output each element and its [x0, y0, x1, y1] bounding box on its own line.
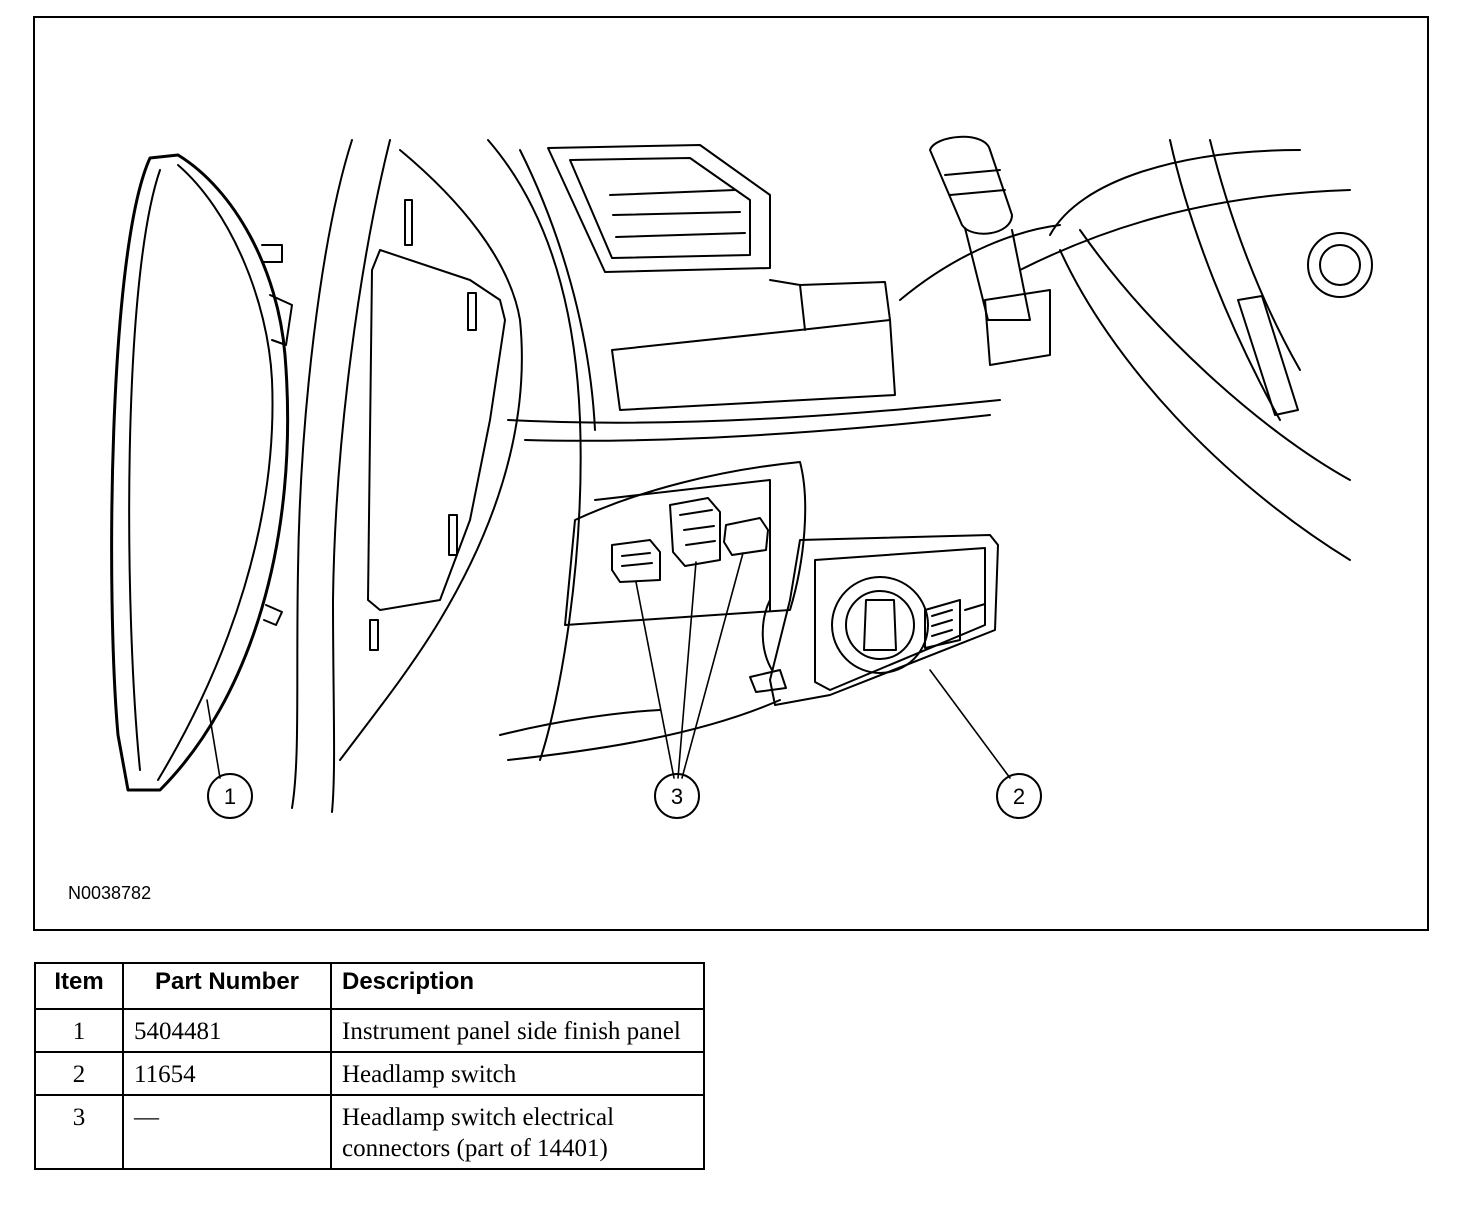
header-description: Description — [330, 962, 705, 1010]
callout-label-1: 1 — [224, 784, 236, 809]
table-row: 2 11654 Headlamp switch — [34, 1051, 705, 1096]
header-part-number: Part Number — [122, 962, 332, 1010]
figure-id: N0038782 — [68, 883, 152, 903]
header-item: Item — [34, 962, 124, 1010]
callout-circle-3 — [654, 773, 700, 819]
cell-description: Instrument panel side finish panel — [330, 1008, 705, 1053]
side-finish-panel-drawing — [110, 153, 293, 792]
callout-label-2: 2 — [1013, 784, 1025, 809]
cell-item: 2 — [34, 1051, 124, 1096]
table-header-row: Item Part Number Description — [34, 962, 705, 1010]
instrument-panel-drawing — [291, 139, 1001, 813]
callout-label-3: 3 — [671, 784, 683, 809]
table-row: 1 5404481 Instrument panel side finish p… — [34, 1008, 705, 1053]
electrical-connectors-drawing — [611, 497, 769, 583]
table-row: 3 — Headlamp switch electrical connector… — [34, 1094, 705, 1170]
cell-description: Headlamp switch — [330, 1051, 705, 1096]
cell-description: Headlamp switch electrical connectors (p… — [330, 1094, 705, 1170]
cell-part-number: 11654 — [122, 1051, 332, 1096]
callout-circle-2 — [996, 773, 1042, 819]
cell-part-number: — — [122, 1094, 332, 1170]
parts-table: Item Part Number Description 1 5404481 I… — [34, 962, 705, 1170]
headlamp-switch-drawing — [749, 534, 999, 706]
cell-item: 3 — [34, 1094, 124, 1170]
callout-circle-1 — [207, 773, 253, 819]
figure-frame — [33, 16, 1429, 931]
cell-part-number: 5404481 — [122, 1008, 332, 1053]
leader-lines — [206, 552, 1011, 779]
cell-item: 1 — [34, 1008, 124, 1053]
line-illustration: 1 3 2 — [110, 135, 1373, 819]
steering-column-drawing — [899, 135, 1373, 561]
